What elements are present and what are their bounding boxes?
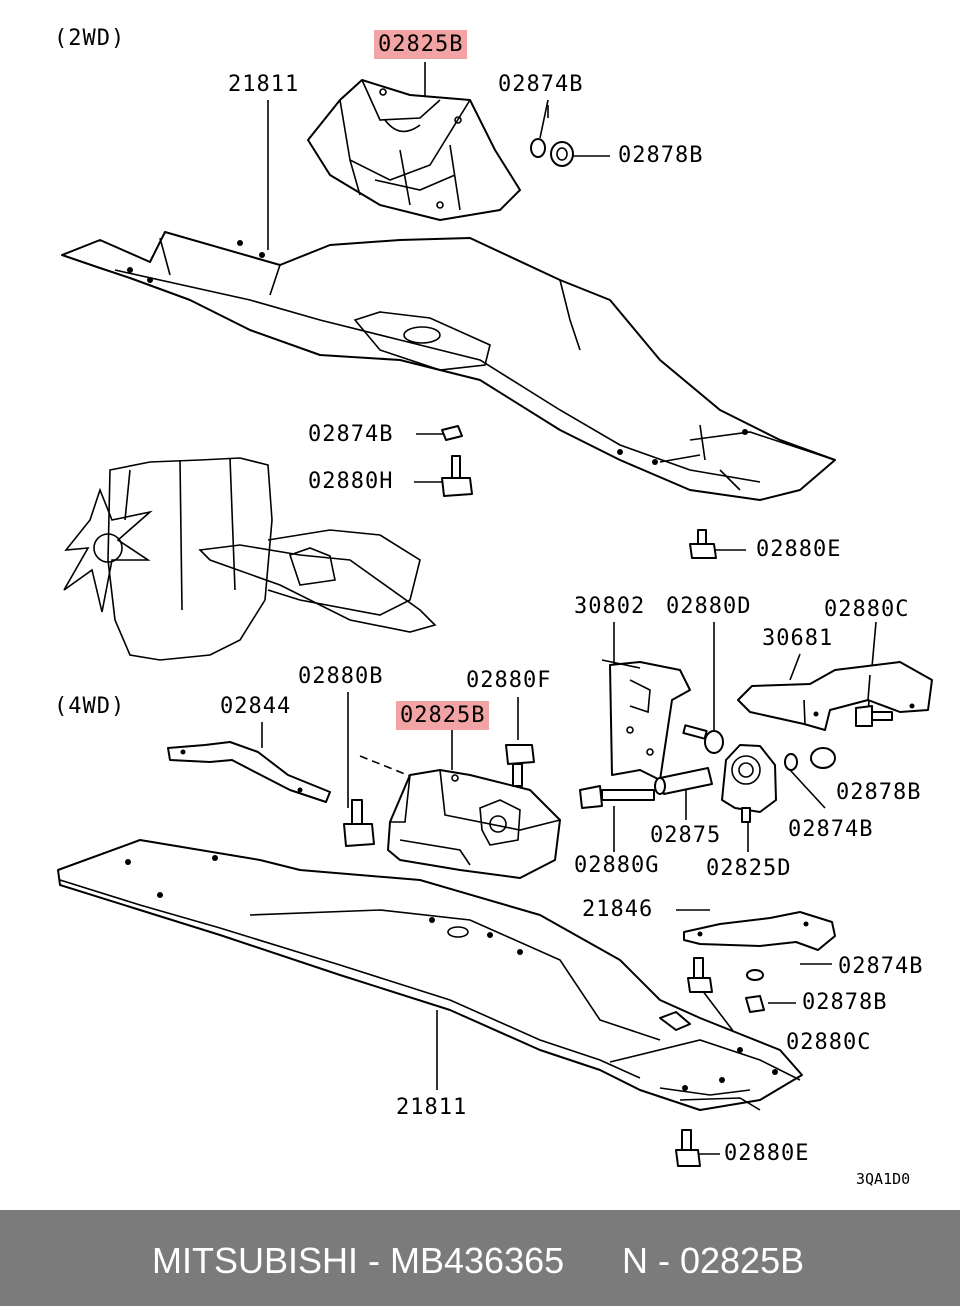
part-label-02874B-mid[interactable]: 02874B <box>308 422 394 447</box>
washer-02874B-lower <box>746 969 764 981</box>
part-label-30802[interactable]: 30802 <box>574 594 646 619</box>
bolt-02880C-lower <box>687 957 713 993</box>
footer-brand: MITSUBISHI - MB436365 <box>152 1240 565 1281</box>
part-label-21811-top[interactable]: 21811 <box>228 72 300 97</box>
bracket-30681 <box>737 661 933 731</box>
bolt-02880D <box>682 724 724 754</box>
part-label-02825D[interactable]: 02825D <box>706 856 792 881</box>
part-label-02878B-top[interactable]: 02878B <box>618 143 704 168</box>
part-label-21846[interactable]: 21846 <box>582 897 654 922</box>
bolt-02880H <box>441 455 473 497</box>
nut-02878B-right <box>810 747 836 769</box>
part-label-21811-bottom[interactable]: 21811 <box>396 1095 468 1120</box>
footer-bar: MITSUBISHI - MB436365 N - 02825B <box>0 1210 960 1306</box>
part-label-02880C-right[interactable]: 02880C <box>824 597 910 622</box>
part-label-02874B-lower[interactable]: 02874B <box>838 954 924 979</box>
parts-diagram <box>57 62 933 1167</box>
bolt-02880E-mid <box>689 529 717 559</box>
part-label-02880E-mid[interactable]: 02880E <box>756 537 842 562</box>
part-label-02844[interactable]: 02844 <box>220 694 292 719</box>
bolt-02880E-bottom <box>675 1129 701 1167</box>
part-label-02880F[interactable]: 02880F <box>466 668 552 693</box>
bracket-21846 <box>683 911 836 951</box>
part-label-02878B-lower[interactable]: 02878B <box>802 990 888 1015</box>
nut-02878B-lower <box>745 995 765 1013</box>
bushing-02825D <box>721 744 777 823</box>
part-label-02880G[interactable]: 02880G <box>574 853 660 878</box>
part-label-02825B-bottom[interactable]: 02825B <box>396 701 490 730</box>
bracket-30802 <box>601 659 691 781</box>
engine-mount-2wd <box>307 79 521 221</box>
sleeve-02875 <box>654 767 713 795</box>
highlight-02825B-bottom[interactable]: 02825B <box>396 701 490 730</box>
bolt-02880C-right <box>855 705 893 727</box>
part-label-02874B-right[interactable]: 02874B <box>788 817 874 842</box>
highlight-02825B-top[interactable]: 02825B <box>374 30 468 59</box>
bolt-02880G <box>579 785 655 809</box>
part-label-02880D[interactable]: 02880D <box>666 594 752 619</box>
footer-part-number: N - 02825B <box>622 1240 805 1281</box>
crossmember-2wd <box>61 231 836 501</box>
washer-02874B-right <box>784 753 798 771</box>
leader-lines-2wd <box>267 62 746 551</box>
engine-mount-4wd <box>387 769 561 879</box>
part-label-02880H[interactable]: 02880H <box>308 469 394 494</box>
washer-02874B-mid <box>441 425 463 441</box>
washer-02874B-top <box>530 105 549 158</box>
crossmember-4wd <box>57 839 803 1111</box>
bolt-02880B <box>343 799 375 847</box>
nut-02878B-top <box>550 141 574 167</box>
part-label-30681[interactable]: 30681 <box>762 626 834 651</box>
part-label-02880B[interactable]: 02880B <box>298 664 384 689</box>
part-label-02880E-bottom[interactable]: 02880E <box>724 1141 810 1166</box>
section-label-4wd: (4WD) <box>54 694 126 719</box>
engine-sketch <box>63 457 437 661</box>
bracket-02844 <box>167 741 331 803</box>
part-label-02880C-lower[interactable]: 02880C <box>786 1030 872 1055</box>
bolt-02880F <box>505 744 535 787</box>
part-label-02825B-top[interactable]: 02825B <box>374 30 468 59</box>
part-label-02875[interactable]: 02875 <box>650 823 722 848</box>
diagram-code: 3QA1D0 <box>856 1170 911 1188</box>
part-label-02878B-right[interactable]: 02878B <box>836 780 922 805</box>
section-label-2wd: (2WD) <box>54 26 126 51</box>
part-label-02874B-top[interactable]: 02874B <box>498 72 584 97</box>
